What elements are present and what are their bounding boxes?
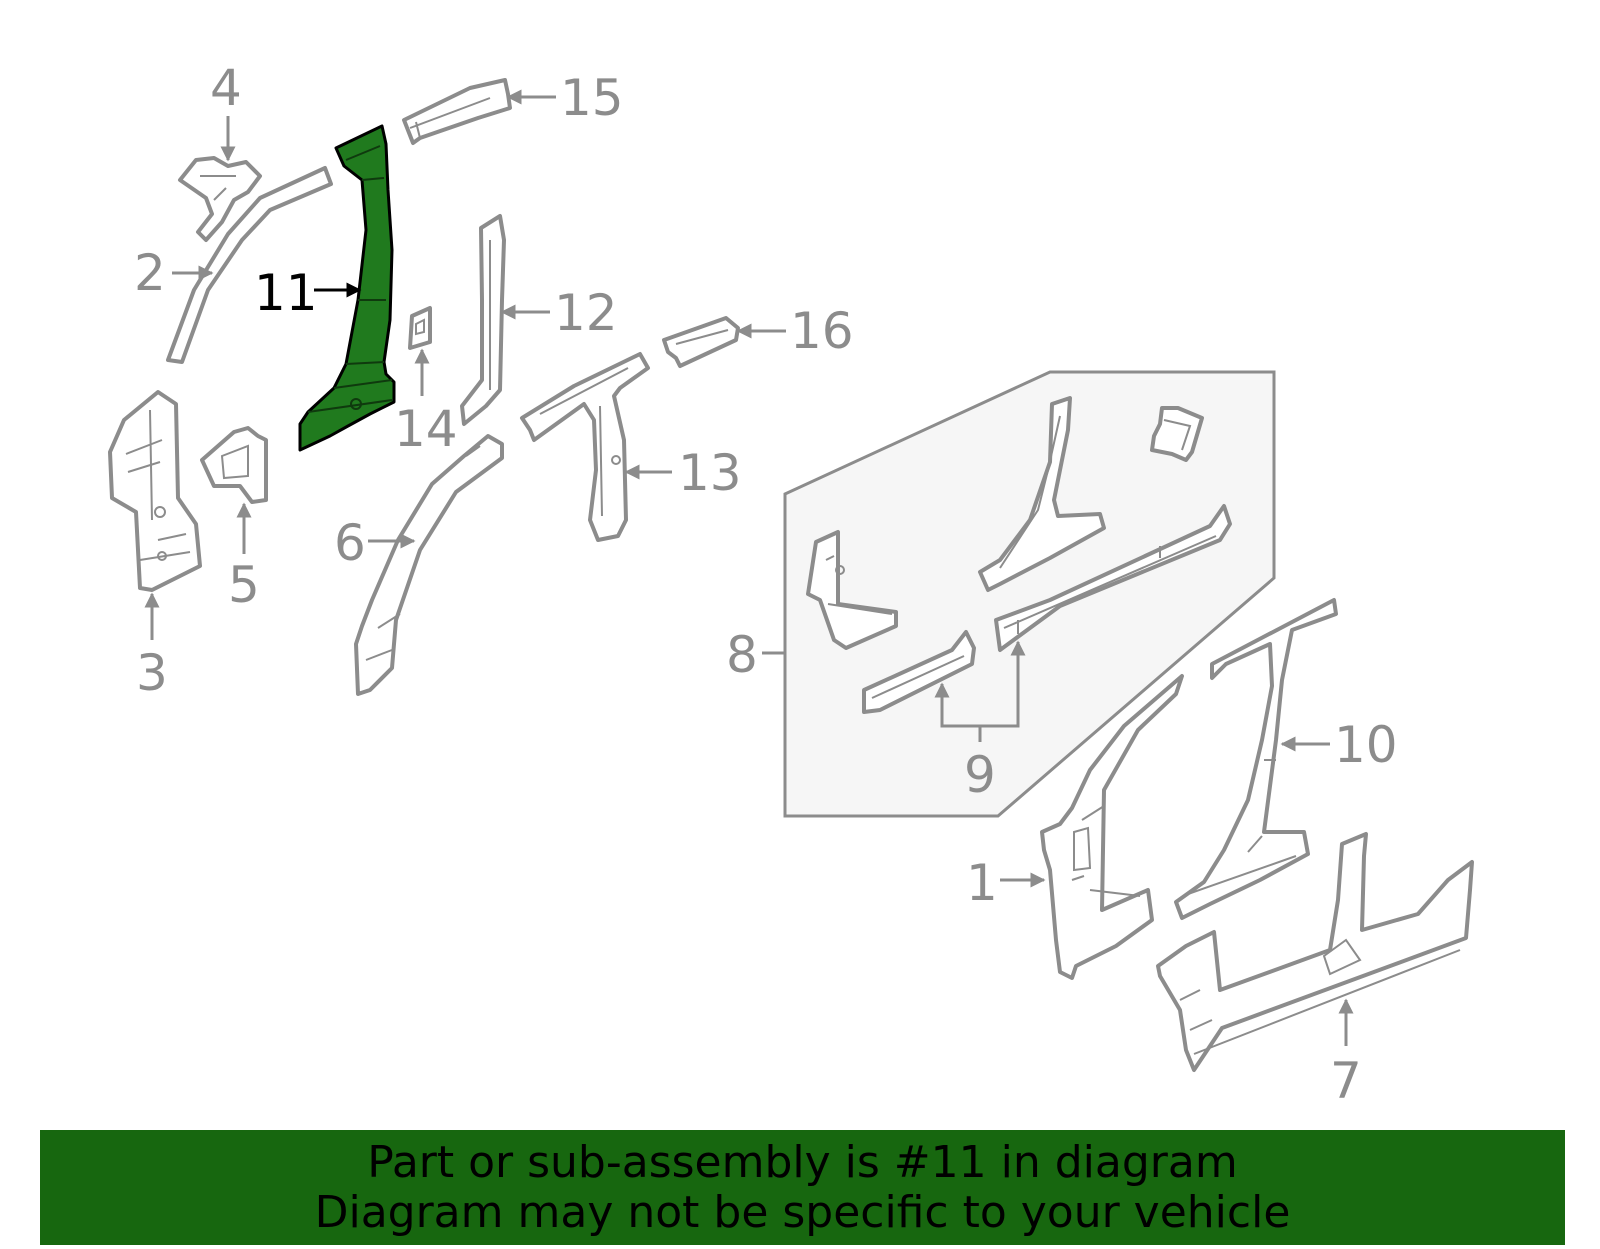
part-13: [520, 352, 650, 542]
label-16: 16: [790, 302, 854, 360]
label-2: 2: [134, 244, 166, 302]
info-banner: Part or sub-assembly is #11 in diagram D…: [40, 1130, 1565, 1245]
part-15: [402, 78, 512, 145]
label-12: 12: [554, 284, 618, 342]
kit-panel-8: [783, 370, 1276, 818]
label-6: 6: [334, 514, 366, 572]
label-15: 15: [560, 69, 624, 127]
label-7: 7: [1330, 1052, 1362, 1110]
part-8-left-bracket: [806, 530, 898, 650]
label-5: 5: [228, 556, 260, 614]
part-9-short-rail: [862, 630, 976, 714]
leader-lines: [144, 89, 1354, 1046]
label-4: 4: [210, 59, 242, 117]
banner-line-2: Diagram may not be specific to your vehi…: [314, 1186, 1291, 1238]
part-9-long-rail: [994, 504, 1232, 652]
part-12: [460, 214, 506, 426]
part-7: [1156, 832, 1474, 1072]
part-10: [1174, 598, 1338, 920]
label-8: 8: [726, 626, 758, 684]
label-11: 11: [254, 264, 318, 322]
part-3: [108, 390, 202, 592]
leader-9b: [980, 640, 1026, 728]
label-10: 10: [1334, 716, 1398, 774]
part-6: [354, 434, 504, 696]
callout-numbers: 4 15 2 11 12 16 14 13 6 5 3 8 9 10 1 7: [134, 59, 1398, 1110]
banner-line-1: Part or sub-assembly is #11 in diagram: [367, 1136, 1238, 1188]
part-1: [1040, 674, 1184, 980]
label-9: 9: [964, 746, 996, 804]
leader-9: [934, 682, 982, 742]
part-14: [408, 306, 432, 350]
part-8-center-pillar: [978, 396, 1106, 592]
label-3: 3: [136, 644, 168, 702]
part-11-highlighted: [298, 124, 396, 452]
label-13: 13: [678, 444, 742, 502]
part-4: [178, 156, 262, 242]
label-1: 1: [966, 854, 998, 912]
part-8-small-bracket: [1150, 406, 1204, 462]
label-14: 14: [394, 400, 458, 458]
part-16: [662, 316, 740, 368]
part-5: [200, 426, 268, 504]
